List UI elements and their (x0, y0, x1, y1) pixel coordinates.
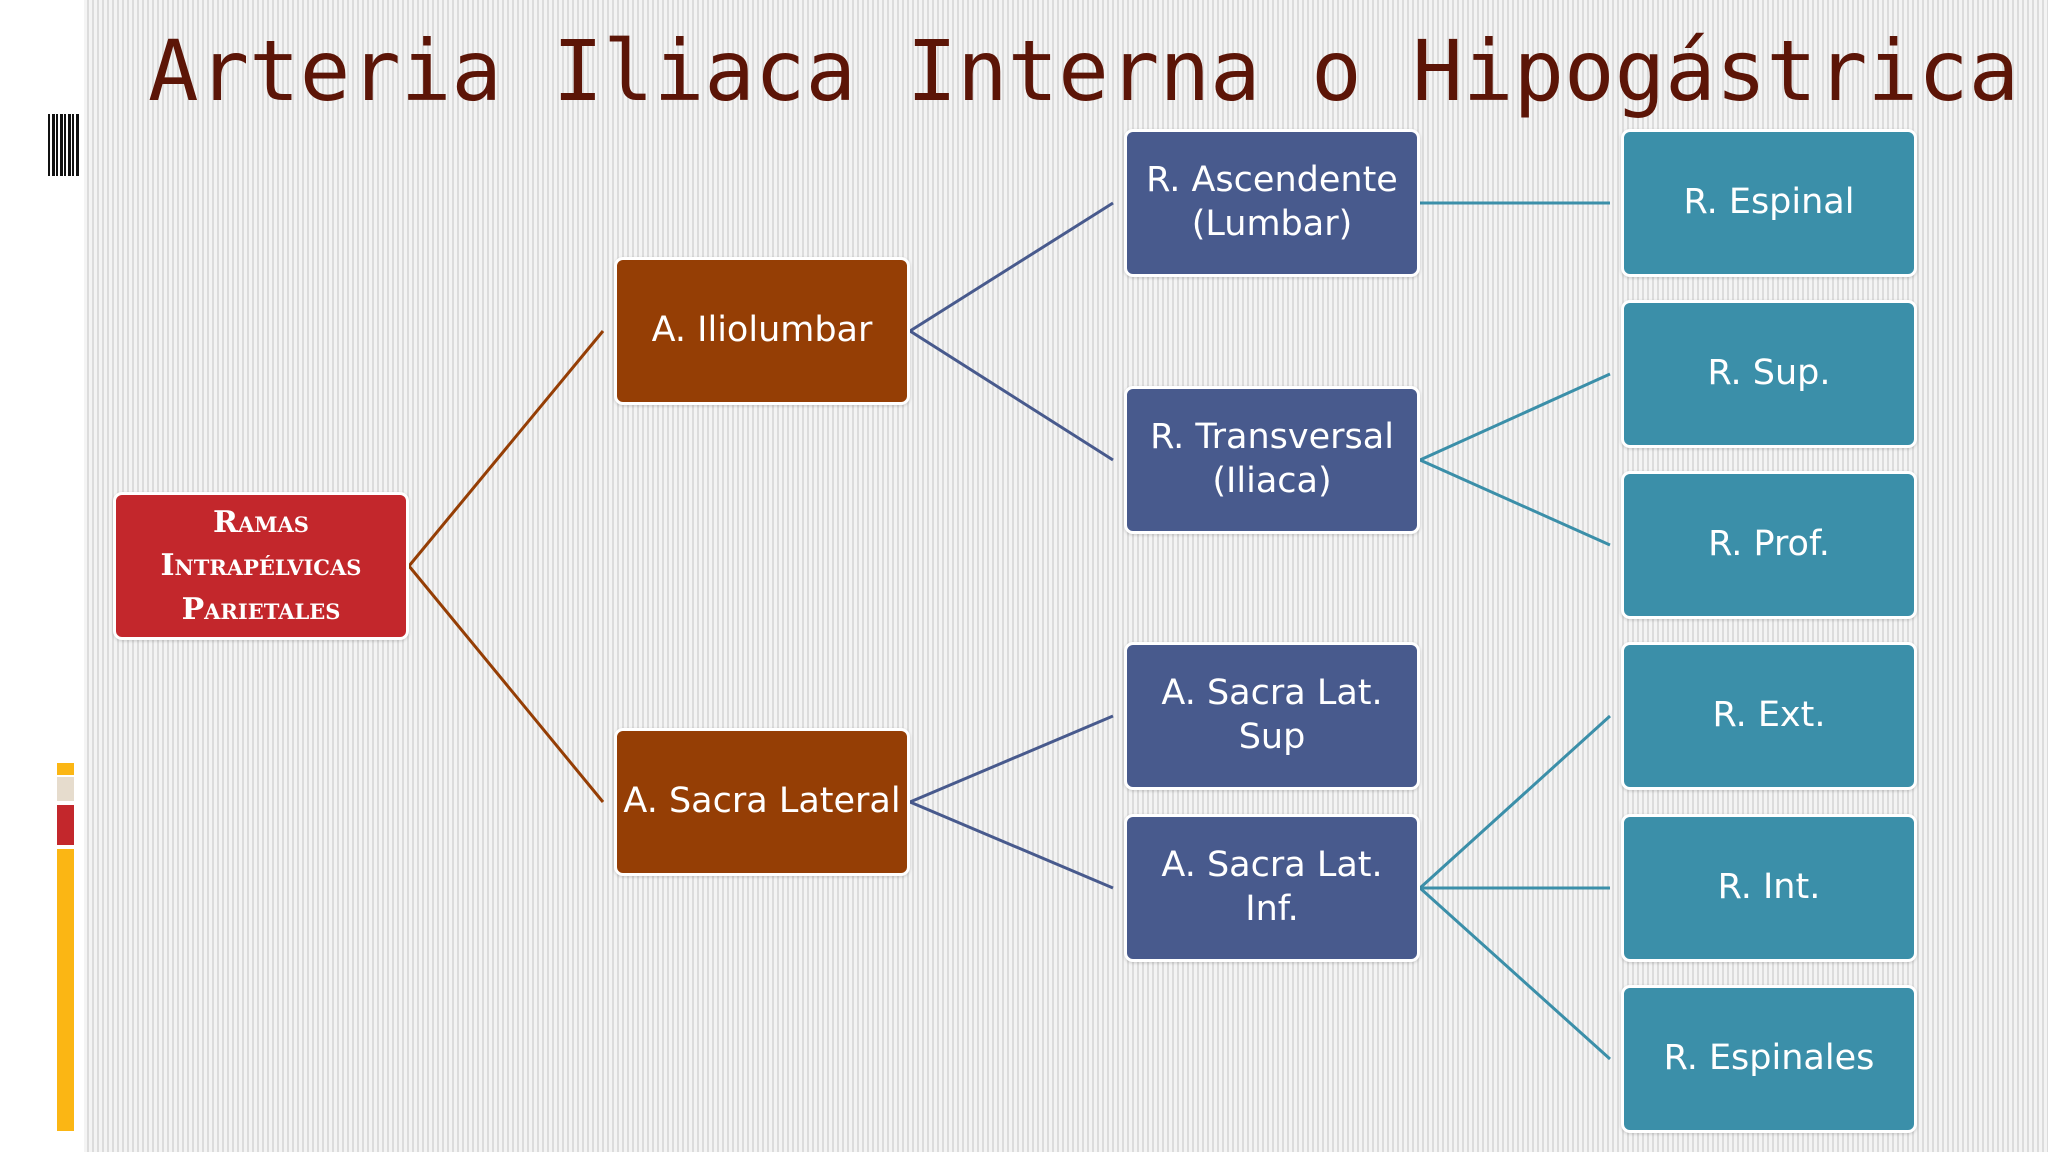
connector-sacra-lat-inf-ext (1418, 714, 1612, 890)
accent-bar-red (57, 805, 74, 845)
accent-bar-yellow (57, 849, 74, 1131)
connector-sacra-lat-inf-espinales (1418, 886, 1612, 1061)
connector-iliolumbar-ascendente (909, 201, 1114, 333)
node-box-ext: R. Ext. (1621, 642, 1917, 790)
node-box-sacra-lateral: A. Sacra Lateral (614, 728, 910, 876)
node-box-int: R. Int. (1621, 814, 1917, 962)
node-box-espinal: R. Espinal (1621, 129, 1917, 277)
connector-iliolumbar-transversal (909, 329, 1114, 462)
connector-root-sacra-lateral (407, 565, 605, 803)
accent-bar-yellow-top (57, 763, 74, 775)
node-box-ascendente: R. Ascendente (Lumbar) (1124, 129, 1420, 277)
node-box-sacra-lat-sup: A. Sacra Lat. Sup (1124, 642, 1420, 790)
barcode-decoration (48, 114, 80, 176)
node-box-iliolumbar: A. Iliolumbar (614, 257, 910, 405)
node-box-prof: R. Prof. (1621, 471, 1917, 619)
left-margin-strip (0, 0, 84, 1152)
root-node-box: Ramas Intrapélvicas Parietales (113, 492, 409, 640)
node-box-sup: R. Sup. (1621, 300, 1917, 448)
node-box-sacra-lat-inf: A. Sacra Lat. Inf. (1124, 814, 1420, 962)
slide-title: Arteria Iliaca Interna o Hipogástrica (148, 22, 2020, 120)
connector-transversal-sup (1419, 372, 1611, 462)
node-box-espinales: R. Espinales (1621, 985, 1917, 1133)
node-box-transversal: R. Transversal (Iliaca) (1124, 386, 1420, 534)
connector-sacra-lateral-sacra-lat-sup (909, 714, 1114, 804)
accent-bar-beige (57, 777, 74, 801)
connector-transversal-prof (1419, 458, 1611, 547)
connector-root-iliolumbar (407, 330, 605, 567)
connector-sacra-lateral-sacra-lat-inf (909, 800, 1114, 890)
